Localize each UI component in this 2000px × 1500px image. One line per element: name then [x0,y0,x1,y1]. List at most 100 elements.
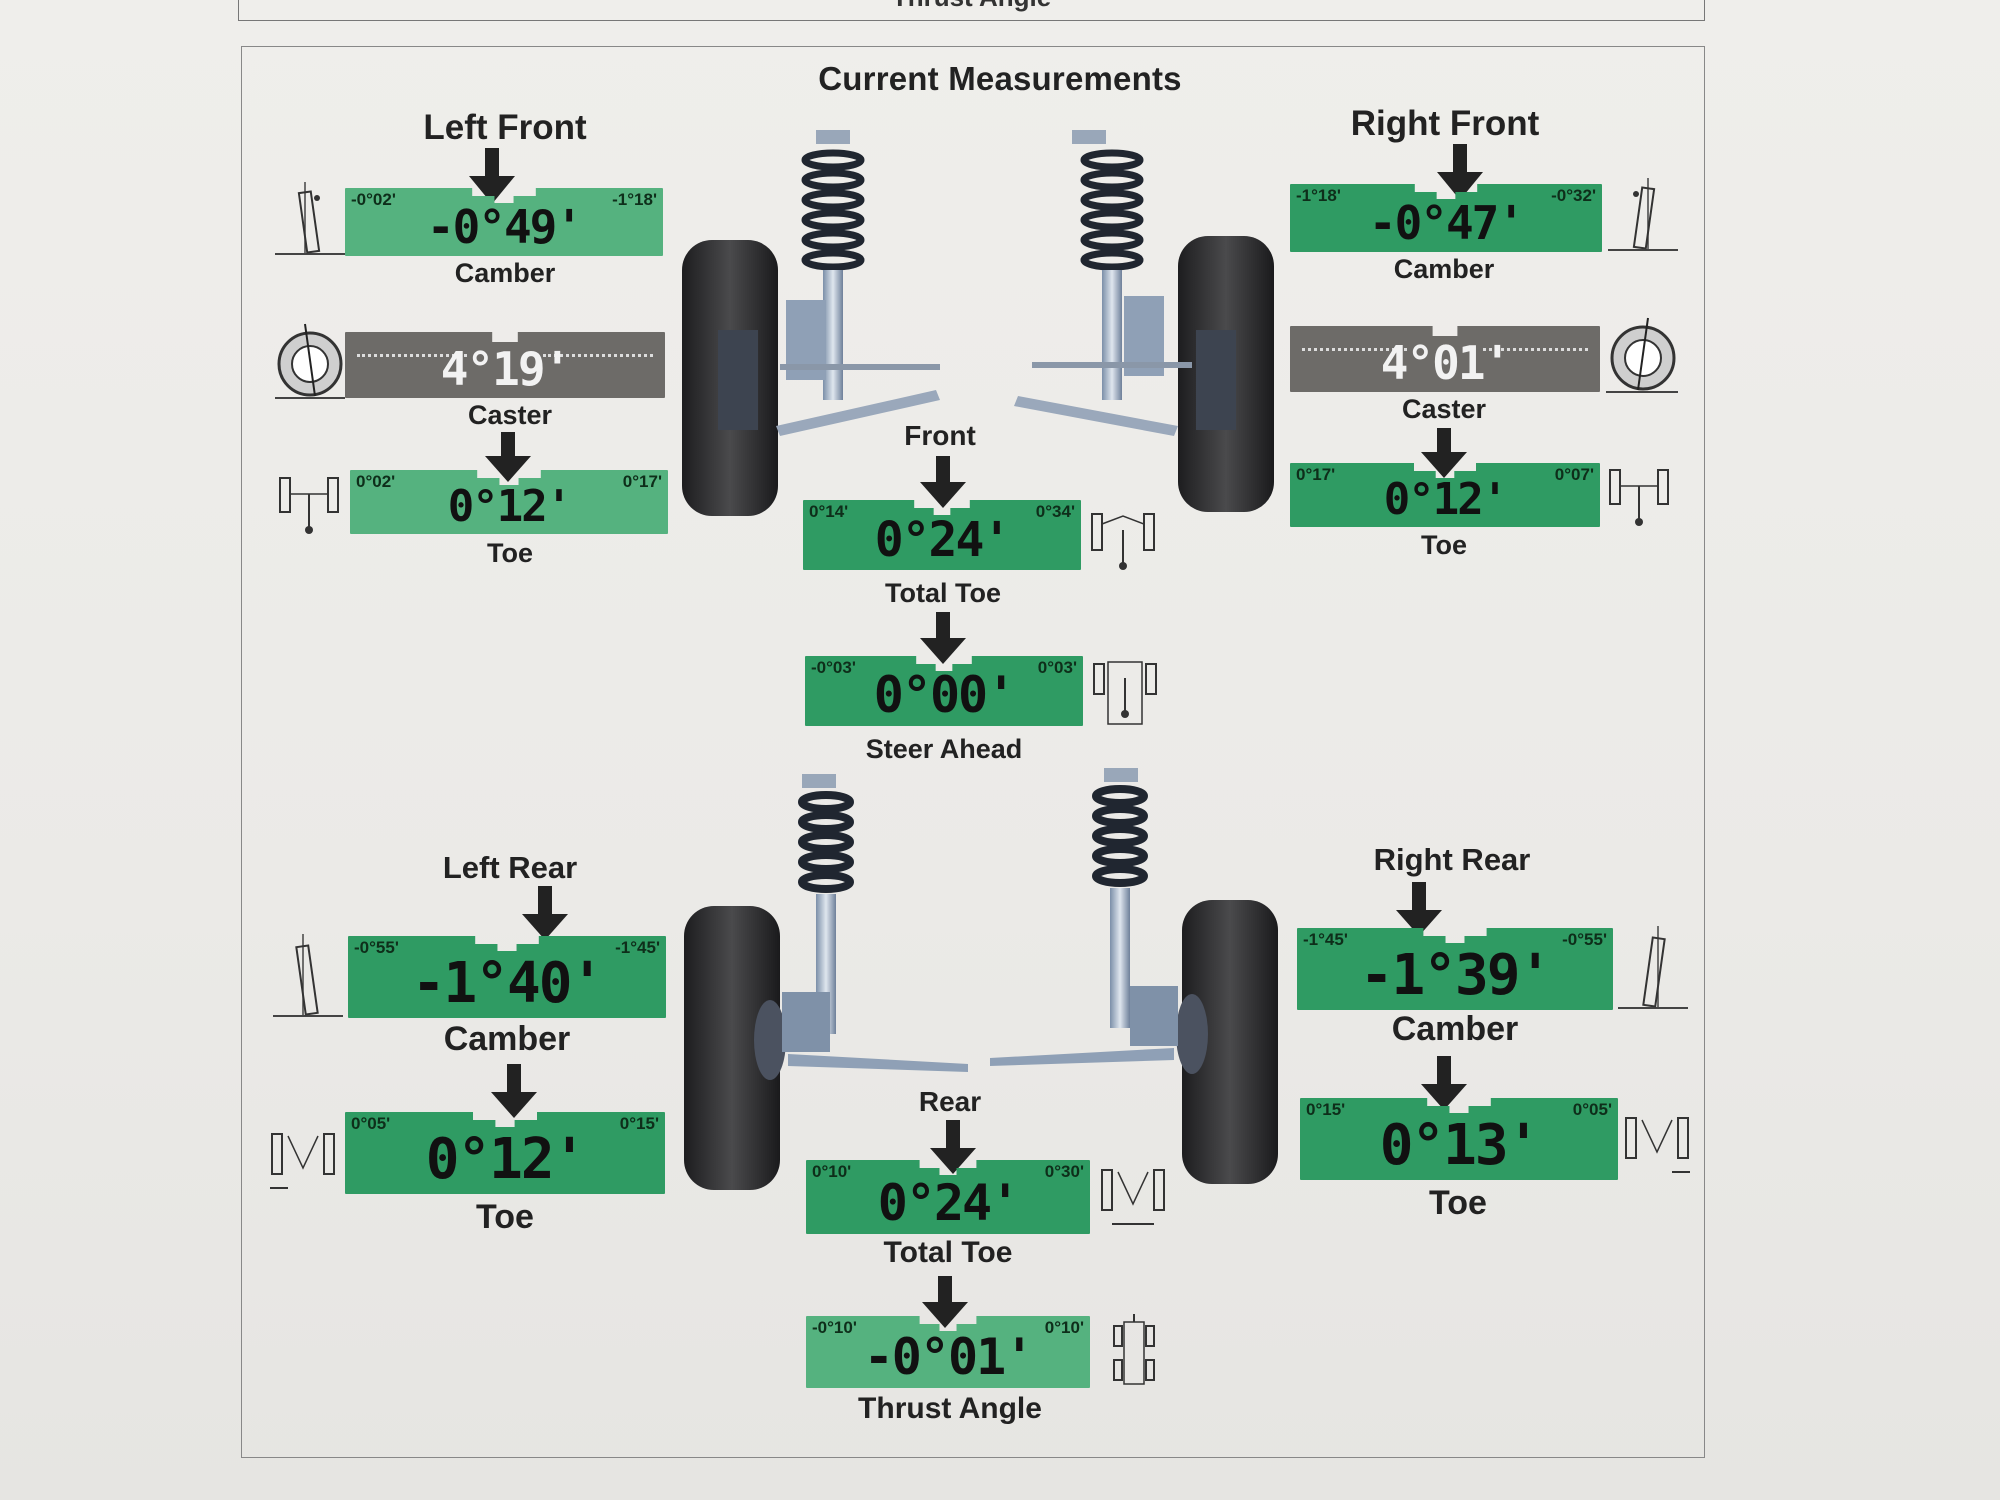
right-front-toe-diagram-icon [1609,469,1669,526]
right-front-label: Right Front [1350,104,1540,143]
right-front-camber-caption: Camber [1393,254,1495,284]
thrust-angle-max: 0°10' [1044,1318,1084,1337]
thrust-angle-diagram-icon [1113,1314,1155,1385]
right-front-camber-value: -0°47' [1368,196,1525,250]
left-rear-camber-max: -1°45' [615,938,660,957]
left-front-toe-max: 0°17' [622,472,662,491]
left-rear-toe-caption: Toe [476,1198,534,1236]
front-total-toe-arrow-icon [920,456,966,508]
left-front-label: Left Front [423,108,587,147]
right-front-toe-min: 0°17' [1296,465,1336,484]
front-total-toe-diagram-icon [1091,513,1155,570]
rear-total-toe-value: 0°24' [877,1174,1021,1232]
right-front-caster-value: 4°01' [1380,336,1511,390]
left-front-toe-diagram-icon [279,477,339,534]
thrust-angle-value: -0°01' [863,1328,1035,1386]
right-rear-label: Right Rear [1373,842,1531,877]
left-front-caster-gauge: 4°19' [345,332,665,398]
steer-ahead-diagram-icon [1093,661,1157,725]
rear-total-toe-gauge: 0°10' 0°30' 0°24' [806,1160,1090,1234]
left-rear-camber-diagram-icon [273,934,343,1017]
steer-ahead-gauge: -0°03' 0°03' 0°00' [805,656,1083,726]
right-rear-toe-caption: Toe [1429,1184,1487,1222]
steer-ahead-caption: Steer Ahead [865,734,1023,764]
right-rear-camber-diagram-icon [1618,926,1688,1009]
rear-total-toe-arrow-icon [930,1120,976,1174]
steer-ahead-max: 0°03' [1037,658,1077,677]
right-rear-toe-value: 0°13' [1379,1113,1541,1178]
left-front-caster-dots-right [543,354,653,357]
left-rear-toe-min: 0°05' [351,1114,391,1133]
left-front-toe-gauge: 0°02' 0°17' 0°12' [350,470,668,534]
right-rear-toe-diagram-icon [1625,1117,1690,1173]
right-rear-camber-min: -1°45' [1303,930,1348,949]
left-front-camber-arrow-icon [469,148,515,204]
right-front-camber-max: -0°32' [1551,186,1596,205]
right-front-toe-max: 0°07' [1554,465,1594,484]
left-rear-camber-caption: Camber [443,1020,571,1058]
left-rear-camber-value: -1°40' [411,951,604,1016]
thrust-angle-arrow-icon [922,1276,968,1328]
front-total-toe-value: 0°24' [874,512,1012,568]
left-front-caster-dots-left [357,354,467,357]
left-front-toe-min: 0°02' [356,472,396,491]
left-front-camber-value: -0°49' [426,200,583,254]
front-axle-label: Front [904,420,976,451]
front-total-toe-max: 0°34' [1035,502,1075,521]
left-rear-toe-max: 0°15' [619,1114,659,1133]
left-rear-toe-diagram-icon [270,1133,335,1189]
right-rear-toe-max: 0°05' [1572,1100,1612,1119]
right-front-toe-value: 0°12' [1383,474,1508,525]
right-rear-camber-arrow-icon [1396,882,1442,936]
rear-total-toe-max: 0°30' [1044,1162,1084,1181]
right-rear-camber-value: -1°39' [1359,943,1552,1008]
left-front-toe-value: 0°12' [447,481,572,532]
left-front-toe-arrow-icon [485,432,531,482]
steer-ahead-min: -0°03' [811,658,856,677]
left-rear-camber-arrow-icon [522,886,568,940]
steer-ahead-arrow-icon [920,612,966,664]
left-rear-label: Left Rear [442,850,578,885]
left-rear-camber-min: -0°55' [354,938,399,957]
right-front-toe-arrow-icon [1421,428,1467,478]
left-front-camber-max: -1°18' [612,190,657,209]
page-title: Current Measurements [818,60,1182,97]
left-front-camber-min: -0°02' [351,190,396,209]
right-front-camber-arrow-icon [1437,144,1483,200]
rear-total-toe-min: 0°10' [812,1162,852,1181]
right-front-toe-caption: Toe [1421,530,1467,560]
right-front-caster-gauge: 4°01' [1290,326,1600,392]
steer-ahead-value: 0°00' [873,666,1017,724]
left-front-caster-value: 4°19' [440,342,571,396]
right-rear-toe-arrow-icon [1421,1056,1467,1110]
left-front-camber-caption: Camber [454,258,556,288]
left-front-toe-caption: Toe [487,538,533,568]
current-measurements-panel [241,46,1705,1458]
rear-axle-label: Rear [918,1086,982,1117]
right-front-caster-caption: Caster [1401,394,1487,424]
left-rear-camber-gauge: -0°55' -1°45' -1°40' [348,936,666,1018]
thrust-angle-caption: Thrust Angle [858,1392,1042,1425]
left-rear-toe-value: 0°12' [425,1127,587,1192]
left-front-caster-diagram-icon [275,323,345,399]
rear-left-suspension-illustration [684,774,968,1190]
previous-section-box: Thrust Angle [238,0,1705,21]
left-front-caster-caption: Caster [467,400,553,430]
right-front-caster-dots-right [1483,348,1588,351]
left-front-camber-diagram-icon [275,182,345,255]
front-total-toe-caption: Total Toe [885,578,1001,608]
right-front-camber-diagram-icon [1608,178,1678,251]
right-rear-camber-max: -0°55' [1562,930,1607,949]
right-rear-camber-caption: Camber [1391,1010,1519,1048]
front-left-suspension-illustration [682,130,940,516]
right-front-caster-dots-left [1302,348,1407,351]
rear-total-toe-caption: Total Toe [883,1236,1013,1269]
right-rear-toe-gauge: 0°15' 0°05' 0°13' [1300,1098,1618,1180]
rear-right-suspension-illustration [990,768,1278,1184]
right-front-caster-diagram-icon [1606,317,1678,393]
right-rear-toe-min: 0°15' [1306,1100,1346,1119]
rear-total-toe-diagram-icon [1101,1169,1165,1225]
left-rear-toe-arrow-icon [491,1064,537,1118]
front-total-toe-min: 0°14' [809,502,849,521]
